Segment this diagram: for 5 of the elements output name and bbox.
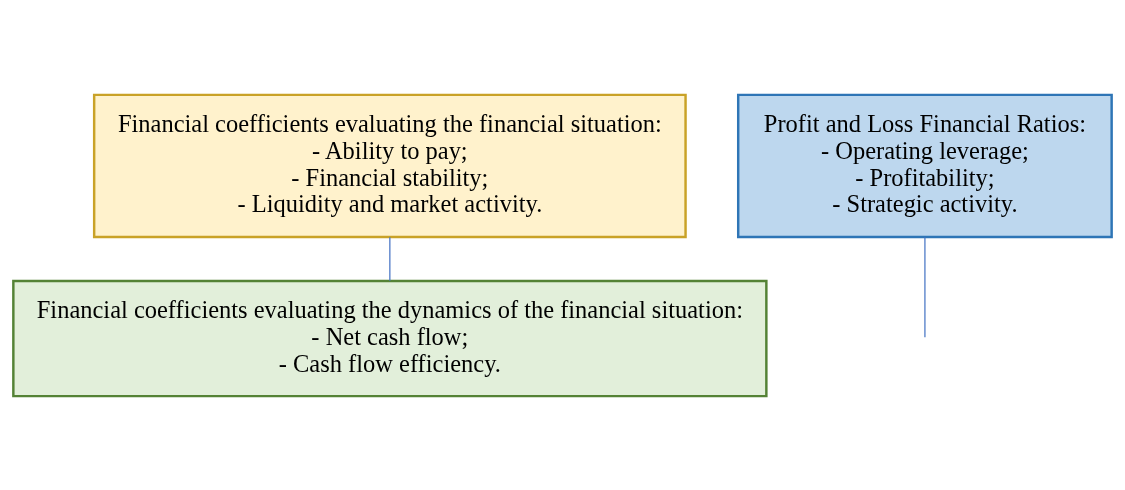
node-box: Financial coefficients evaluating the financial situation: - Ability to pay; - Financial stability; - Liquidity and market activity. (92, 93, 687, 238)
node-box: Profit and Loss Financial Ratios: - Operating leverage; - Profitability; - Strategic activity. (736, 93, 1113, 238)
node-box: Financial coefficients evaluating the dynamics of the financial situation: - Net cash flow; - Cash flow efficiency. (12, 279, 768, 397)
connector (389, 236, 391, 281)
connector (924, 236, 926, 338)
